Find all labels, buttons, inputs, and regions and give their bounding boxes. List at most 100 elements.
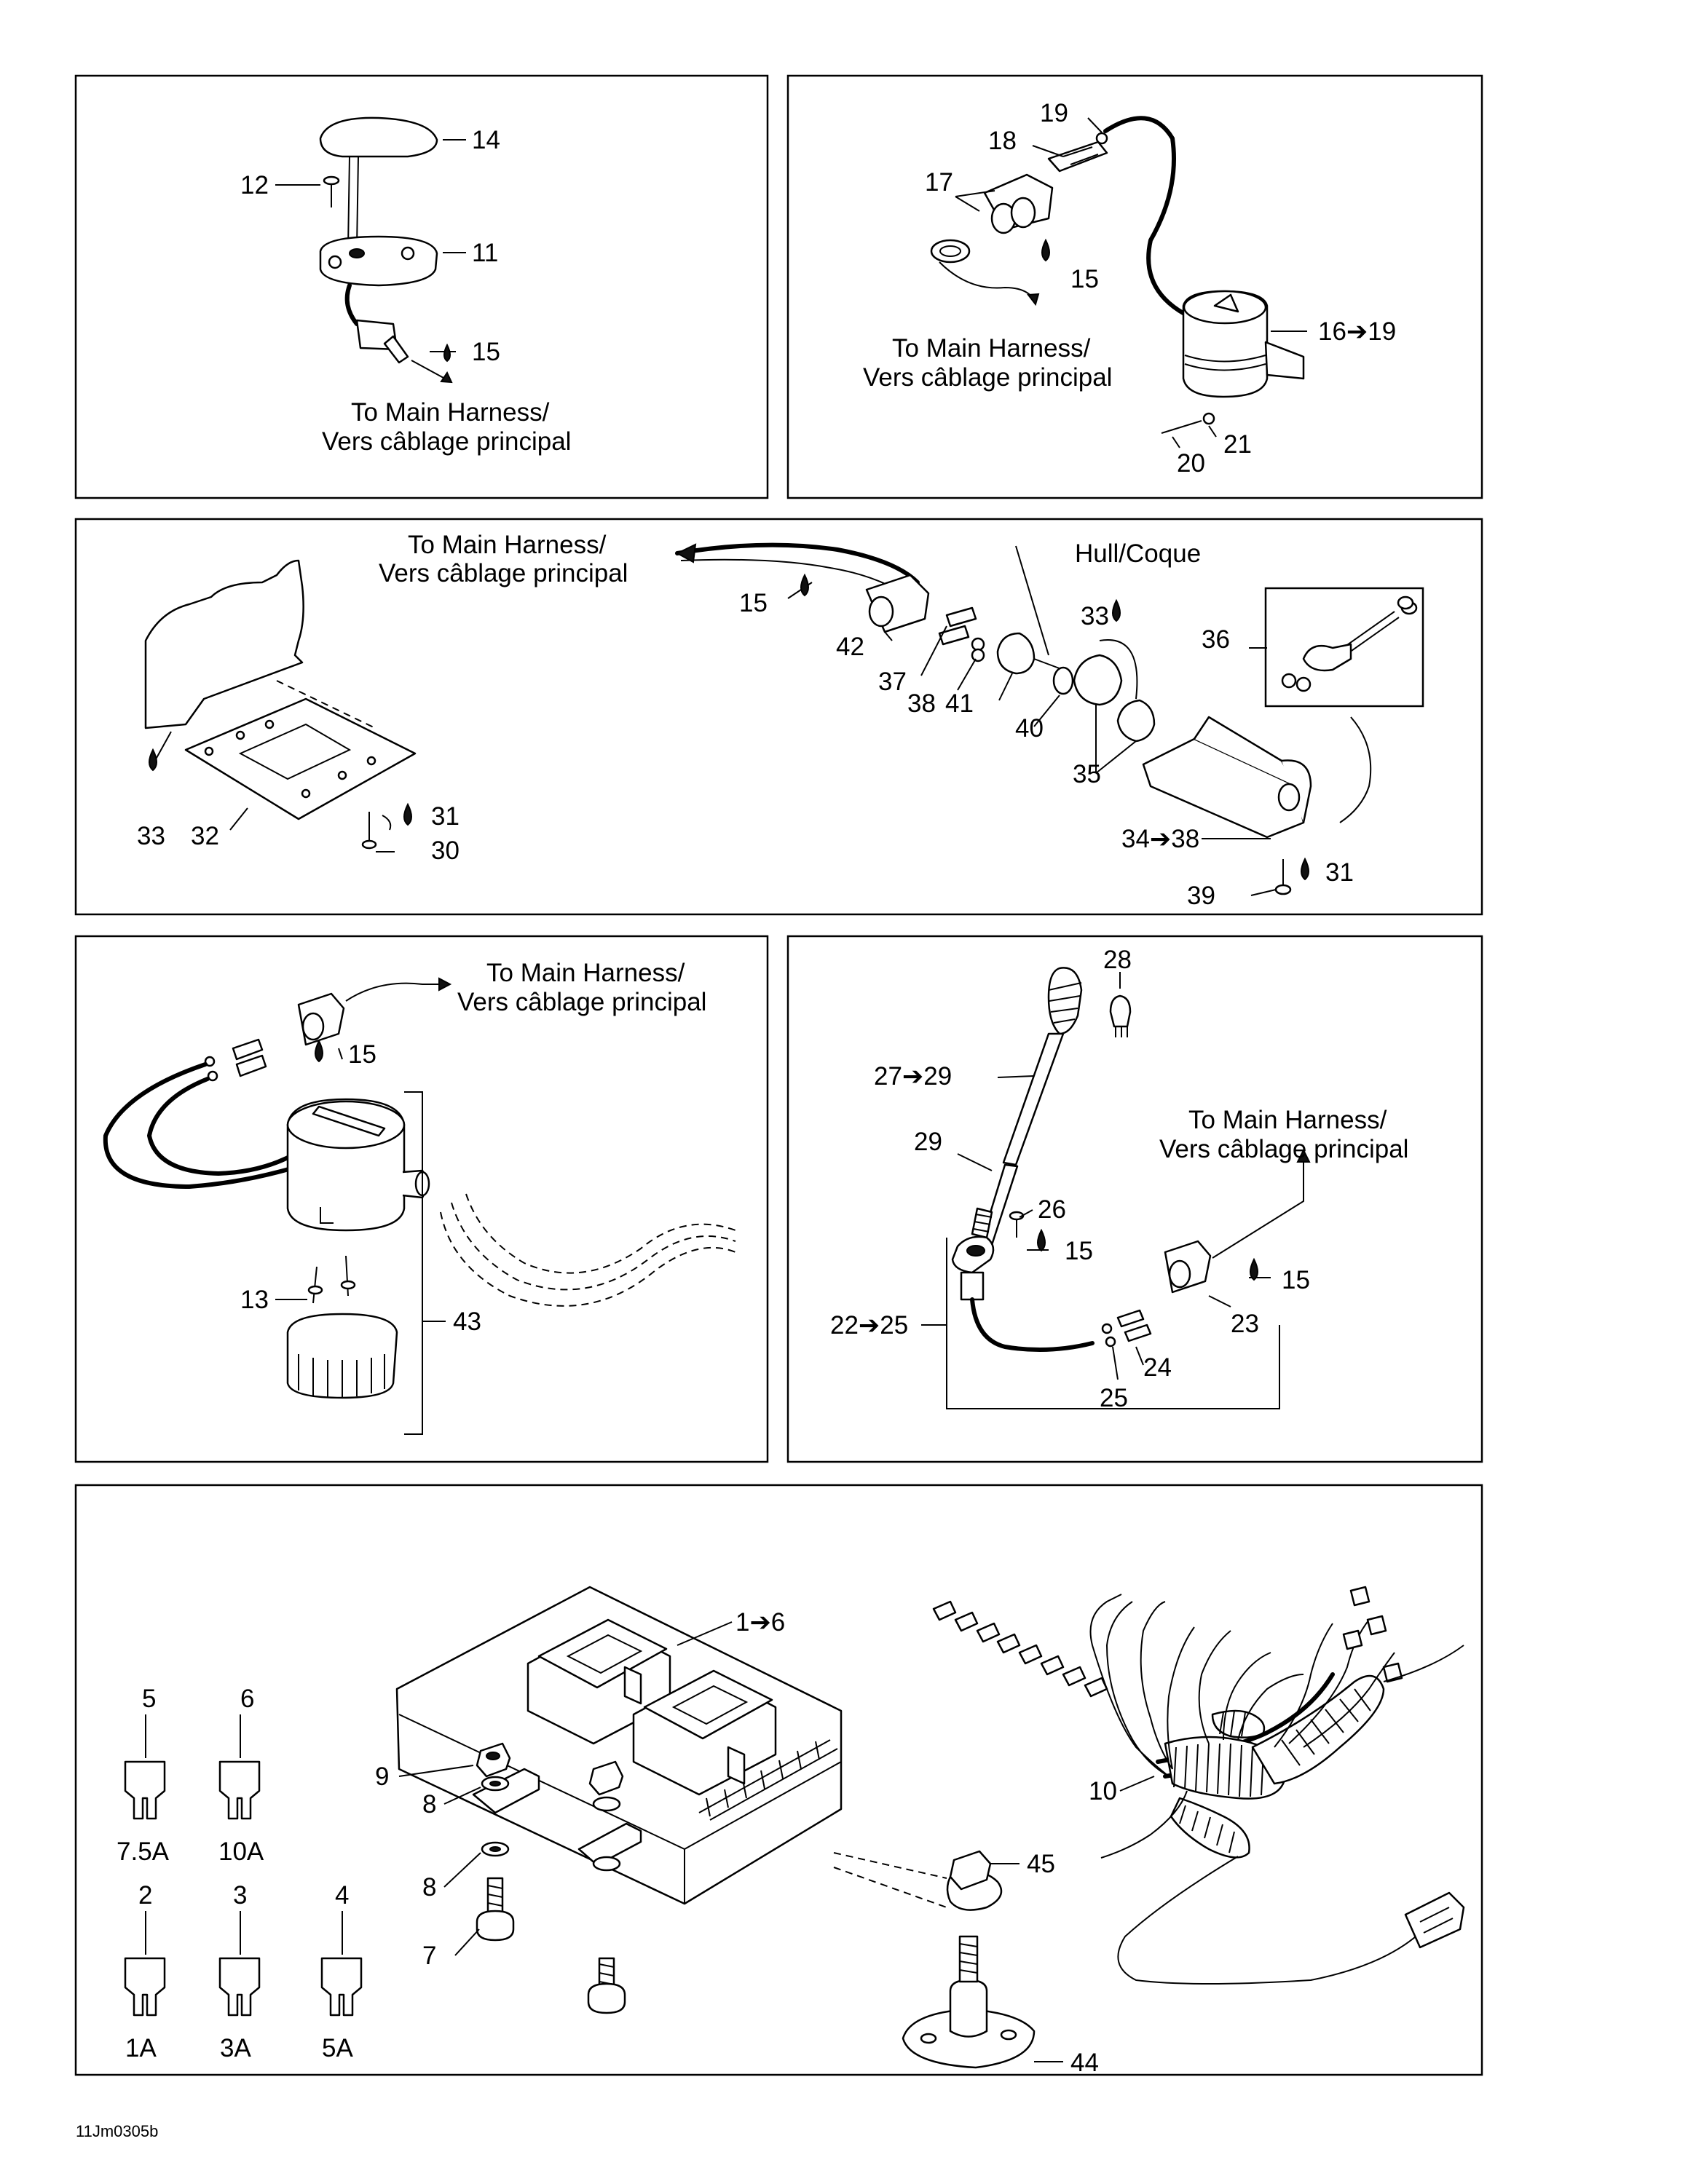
callout-44: 44 — [1070, 2049, 1099, 2077]
terminal-b — [235, 1054, 267, 1077]
grease-icon — [443, 343, 451, 363]
callout-35: 35 — [1073, 760, 1101, 788]
terminal-37a — [945, 606, 977, 628]
callout-40: 40 — [1015, 714, 1044, 743]
callout-36: 36 — [1202, 625, 1230, 654]
buzzer-assembly — [930, 116, 1305, 434]
grease-icon — [403, 802, 412, 826]
grease-icon — [149, 748, 157, 772]
terminal-a — [232, 1038, 264, 1061]
fuse-2 — [124, 1957, 166, 2017]
panel-bottom — [74, 1484, 1483, 2076]
fitting-35a — [1073, 654, 1123, 706]
buzzer-wire — [1103, 116, 1226, 331]
hull-plate-assembly — [144, 559, 417, 850]
bracket-22 — [946, 1238, 1280, 1409]
screw-30-head — [361, 839, 377, 850]
callout-9: 9 — [375, 1762, 389, 1791]
bulb-28 — [1109, 994, 1132, 1028]
base-hole-3 — [328, 255, 342, 269]
callout-19: 19 — [1040, 99, 1068, 127]
nut-right — [588, 1760, 624, 1796]
callout-33-top: 33 — [1081, 602, 1109, 630]
callout-17: 17 — [925, 168, 953, 197]
callout-15: 15 — [1282, 1266, 1310, 1294]
connector-tip — [383, 335, 409, 364]
callout-42: 42 — [836, 633, 864, 661]
arrowhead-2 — [1027, 293, 1040, 306]
terminal — [932, 1600, 957, 1621]
callout-30: 30 — [431, 836, 460, 865]
sensor-wire-b — [680, 558, 904, 594]
screw-12-head — [323, 175, 340, 186]
panel1-leaders — [275, 139, 466, 352]
arrowhead-1 — [440, 371, 453, 384]
callout-24: 24 — [1143, 1353, 1172, 1382]
base-hole — [349, 248, 365, 258]
harness-note-line1: To Main Harness/ — [408, 531, 607, 559]
pump-wire-a — [103, 1062, 293, 1190]
harness-arrow-2 — [939, 261, 1035, 301]
harness-note-line1: To Main Harness/ — [892, 334, 1091, 363]
pump-top-bar — [312, 1105, 386, 1137]
arrowhead-4 — [438, 977, 452, 992]
seal-19 — [1095, 132, 1108, 145]
screw-20 — [1161, 420, 1202, 434]
harness-note-line2: Vers câblage principal — [863, 363, 1112, 392]
ground-post-44 — [902, 2008, 1036, 2069]
fuse-6 — [218, 1760, 261, 1820]
fuse-4 — [320, 1957, 363, 2017]
shaft-27 — [1002, 1032, 1065, 1166]
harness-note-line2: Vers câblage principal — [322, 427, 571, 456]
callout-15: 15 — [1065, 1237, 1093, 1265]
nut-45 — [949, 1850, 992, 1891]
buzzer-top-nub — [1213, 293, 1239, 313]
hose-43b — [465, 1193, 736, 1274]
nut-41 — [996, 632, 1036, 675]
sensor-wire-a — [675, 542, 920, 585]
bracket-plate-left — [472, 1768, 540, 1814]
strainer-base — [286, 1313, 398, 1399]
callout-22: 22➔25 — [830, 1311, 908, 1340]
callout-7: 7 — [422, 1942, 436, 1970]
harness-loop-b — [1117, 1856, 1421, 1985]
ground-strap — [833, 1852, 947, 1908]
bracket-43 — [404, 1091, 423, 1435]
grease-icon — [1301, 857, 1309, 881]
callout-3: 3 — [233, 1881, 247, 1910]
plate-32 — [184, 697, 417, 820]
fuse-rating-1a: 1A — [125, 2034, 157, 2062]
callout-32: 32 — [191, 822, 219, 850]
fuse-rating-10a: 10A — [218, 1837, 264, 1866]
terminal-24b — [1124, 1324, 1152, 1342]
fuse-box-assembly — [395, 1586, 1036, 2069]
detail-36 — [1281, 596, 1418, 692]
callout-38: 38 — [907, 689, 936, 718]
seal-ring-17 — [930, 239, 971, 264]
plate-guide — [276, 680, 376, 729]
harness-note-line2: Vers câblage principal — [457, 988, 706, 1016]
fuse-3 — [218, 1957, 261, 2017]
panel2-leaders — [955, 117, 1307, 448]
harness-note-line1: To Main Harness/ — [1188, 1106, 1387, 1134]
callout-28: 28 — [1103, 946, 1132, 974]
panel-middle — [74, 518, 1483, 916]
harness-sleeve-down — [1170, 1797, 1250, 1859]
grease-icon — [315, 1039, 323, 1063]
grease-icon — [1041, 238, 1050, 262]
callout-11: 11 — [472, 239, 498, 267]
harness-note-line1: To Main Harness/ — [486, 959, 685, 987]
screws-13 — [312, 1255, 349, 1304]
callout-20: 20 — [1177, 449, 1205, 478]
shifter-assembly — [946, 967, 1311, 1409]
grease-icon — [1250, 1257, 1258, 1281]
callout-29: 29 — [914, 1128, 942, 1156]
callout-4: 4 — [335, 1881, 349, 1910]
callout-15: 15 — [472, 338, 500, 366]
panel6-leaders — [398, 1621, 1155, 2062]
callout-34: 34➔38 — [1121, 825, 1199, 853]
panel-lower-right — [786, 935, 1483, 1463]
fuses — [124, 1714, 363, 2017]
harness-connector — [1404, 1891, 1465, 1949]
harness-note-line2: Vers câblage principal — [379, 559, 628, 587]
